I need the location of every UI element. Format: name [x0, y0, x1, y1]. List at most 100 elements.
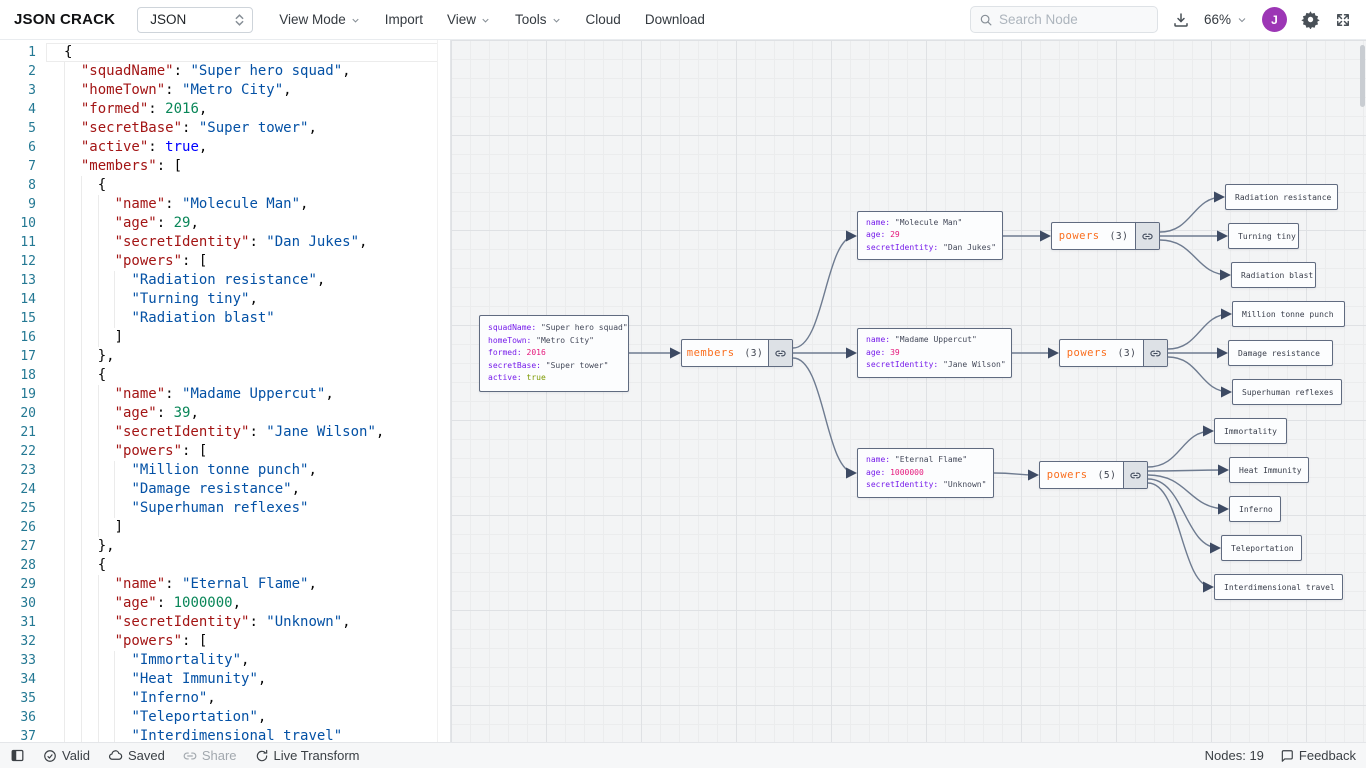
settings-gear-icon: [1301, 11, 1320, 29]
search-input[interactable]: [998, 12, 1149, 27]
json-token: : [: [182, 253, 208, 269]
json-token: },: [97, 538, 115, 554]
node-key: secretIdentity:: [866, 480, 944, 490]
editor-scrollbar[interactable]: [437, 40, 450, 742]
node-value: "Jane Wilson": [943, 360, 1006, 370]
menu-item-view[interactable]: View: [437, 6, 501, 33]
graph-node-l2[interactable]: Turning tiny: [1228, 223, 1299, 249]
code-line-content: {: [46, 43, 450, 62]
feedback-button[interactable]: Feedback: [1280, 748, 1356, 763]
json-editor-panel[interactable]: 1{2 "squadName": "Super hero squad",3 "h…: [0, 40, 450, 742]
share-button[interactable]: Share: [183, 748, 237, 763]
json-token: "Immortality": [131, 652, 242, 668]
json-token: "Unknown": [266, 614, 343, 630]
indent-guide: [97, 404, 99, 423]
zoom-control[interactable]: 66%: [1204, 12, 1248, 27]
indent-guide: [80, 575, 82, 594]
indent-guide: [64, 632, 65, 651]
menu-item-tools[interactable]: Tools: [505, 6, 572, 33]
graph-node-p2[interactable]: powers(3): [1059, 339, 1168, 367]
download-image-button[interactable]: [1172, 11, 1190, 29]
graph-node-root[interactable]: squadName: "Super hero squad"homeTown: "…: [479, 315, 629, 392]
panel-toggle-button[interactable]: [10, 748, 25, 763]
expand-link-icon: [1130, 472, 1141, 478]
indent-guide: [80, 689, 82, 708]
menu-item-import[interactable]: Import: [375, 6, 433, 33]
node-key: squadName:: [488, 323, 541, 333]
code-line-content: "members": [: [46, 157, 450, 176]
node-key: secretIdentity:: [866, 360, 944, 370]
indent-guide: [97, 195, 99, 214]
graph-node-l11[interactable]: Interdimensional travel: [1214, 574, 1343, 600]
settings-button[interactable]: [1301, 10, 1320, 29]
menu-item-view-mode[interactable]: View Mode: [269, 6, 371, 33]
json-token: ,: [232, 595, 242, 611]
live-transform-toggle[interactable]: Live Transform: [255, 748, 360, 763]
json-token: ,: [198, 101, 208, 117]
line-number: 10: [20, 216, 36, 231]
graph-node-l3[interactable]: Radiation blast: [1231, 262, 1316, 288]
line-number: 32: [20, 634, 36, 649]
code-line-content: "Interdimensional travel": [46, 727, 450, 742]
graph-node-l6[interactable]: Superhuman reflexes: [1232, 379, 1342, 405]
line-number: 5: [28, 121, 36, 136]
format-select[interactable]: JSON: [137, 6, 254, 33]
collapse-node-button[interactable]: [1143, 340, 1167, 366]
fullscreen-button[interactable]: [1334, 11, 1352, 29]
collapse-node-button[interactable]: [768, 340, 792, 366]
line-number: 7: [28, 159, 36, 174]
graph-node-l4[interactable]: Million tonne punch: [1232, 301, 1345, 327]
graph-node-members[interactable]: members(3): [681, 339, 793, 367]
graph-node-l9[interactable]: Inferno: [1229, 496, 1281, 522]
indent-guide: [64, 290, 65, 309]
indent-guide: [80, 442, 82, 461]
editor-line: 20 "age": 39,: [0, 404, 450, 423]
menu-item-cloud[interactable]: Cloud: [576, 6, 631, 33]
json-key: "active": [80, 139, 149, 155]
indent-guide: [64, 461, 65, 480]
search-box: [969, 6, 1158, 33]
node-value: 39: [890, 347, 900, 357]
collapse-node-button[interactable]: [1135, 223, 1159, 249]
json-token: 1000000: [173, 595, 233, 611]
avatar[interactable]: J: [1262, 7, 1287, 32]
graph-node-p3[interactable]: powers(5): [1039, 461, 1148, 489]
json-token: "Turning tiny": [131, 291, 250, 307]
menu-item-label: Tools: [515, 12, 547, 27]
menu-item-download[interactable]: Download: [635, 6, 715, 33]
indent-guide: [64, 423, 65, 442]
indent-guide: [97, 594, 99, 613]
indent-guide: [114, 708, 116, 727]
collapse-node-button[interactable]: [1123, 462, 1147, 488]
graph-edge: [1159, 239, 1232, 281]
graph-node-l7[interactable]: Immortality: [1214, 418, 1287, 444]
line-number: 34: [20, 672, 36, 687]
json-token: :: [156, 215, 174, 231]
indent-guide: [64, 385, 65, 404]
json-token: :: [148, 101, 166, 117]
graph-canvas[interactable]: squadName: "Super hero squad"homeTown: "…: [450, 40, 1366, 742]
indent-guide: [97, 233, 99, 252]
indent-guide: [64, 309, 65, 328]
graph-node-l10[interactable]: Teleportation: [1221, 535, 1302, 561]
indent-guide: [97, 518, 99, 537]
json-key: "secretIdentity": [114, 424, 250, 440]
graph-node-l5[interactable]: Damage resistance: [1228, 340, 1333, 366]
graph-node-l8[interactable]: Heat Immunity: [1229, 457, 1309, 483]
chevron-down-icon: [352, 18, 359, 23]
graph-node-l1[interactable]: Radiation resistance: [1225, 184, 1338, 210]
node-value: true: [526, 373, 546, 383]
json-key: "secretBase": [80, 120, 183, 136]
json-token: :: [165, 196, 183, 212]
graph-scrollbar[interactable]: [1360, 45, 1365, 107]
indent-guide: [64, 556, 65, 575]
graph-node-p1[interactable]: powers(3): [1051, 222, 1160, 250]
node-value: "Unknown": [943, 480, 987, 490]
indent-guide: [97, 252, 99, 271]
indent-guide: [80, 195, 82, 214]
json-token: :: [165, 386, 183, 402]
json-token: ]: [114, 329, 124, 345]
